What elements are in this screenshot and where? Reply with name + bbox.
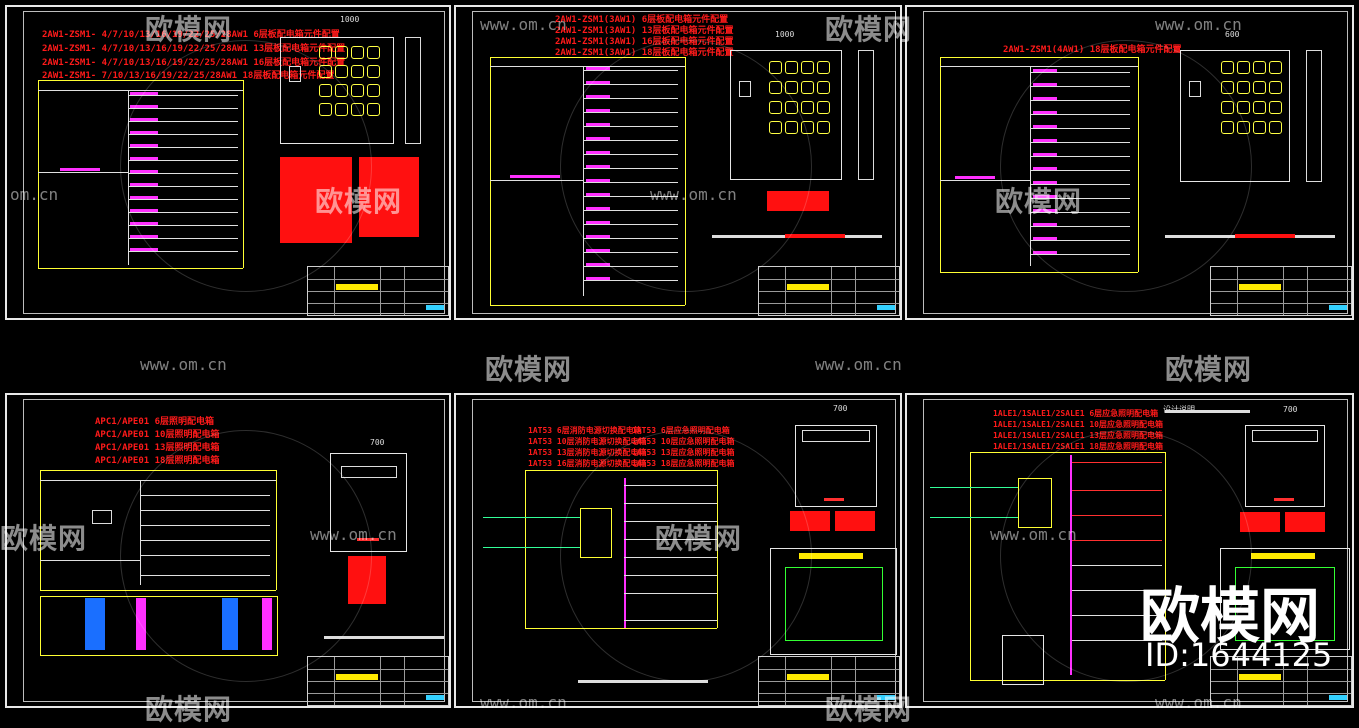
watermark-brand: 欧模网	[655, 522, 743, 555]
drawing-sheet-4[interactable]	[5, 393, 451, 708]
sheet-1-width-dim: 1000	[340, 15, 360, 24]
drawing-sheet-5[interactable]	[454, 393, 902, 708]
watermark-brand: 欧模网	[825, 13, 913, 46]
sheet-1-title-1: 2AW1-ZSM1- 4/7/10/13/16/19/22/25/28AW1 6…	[42, 30, 340, 40]
sheet-4-title-2: APC1/APE01 10层照明配电箱	[95, 430, 220, 440]
sheet-5-cabinet-elevation	[795, 425, 877, 507]
drawing-sheet-1[interactable]	[5, 5, 451, 320]
sheet-4-title-4: APC1/APE01 18层照明配电箱	[95, 456, 220, 466]
watermark-url: www.om.cn	[815, 355, 902, 374]
watermark-url: www.om.cn	[1155, 693, 1242, 712]
sheet-4-title-block	[307, 656, 449, 706]
watermark-ring	[1000, 430, 1252, 682]
watermark-asset-id: ID:1644125	[1145, 636, 1333, 674]
sheet-5-note-line	[578, 680, 708, 683]
watermark-ring	[1000, 40, 1252, 292]
sheet-5-width-dim: 700	[833, 404, 848, 413]
sheet-1-title-2: 2AW1-ZSM1- 4/7/10/13/16/19/22/25/28AW1 1…	[42, 44, 346, 54]
watermark-url: www.om.cn	[310, 525, 397, 544]
sheet-3-side-view	[1306, 50, 1322, 182]
watermark-brand: 欧模网	[315, 185, 403, 218]
sheet-2-title-2: 2AW1-ZSM1(3AW1) 13层板配电箱元件配置	[555, 26, 734, 36]
sheet-6-cabinet-elevation	[1245, 425, 1325, 507]
sheet-border	[923, 399, 1348, 702]
drawing-sheet-3[interactable]	[905, 5, 1354, 320]
watermark-url: www.om.cn	[1155, 15, 1242, 34]
watermark-brand: 欧模网	[825, 693, 913, 726]
sheet-border	[23, 399, 445, 702]
watermark-brand: 欧模网	[145, 693, 233, 726]
sheet-border	[472, 399, 896, 702]
sheet-6-width-dim: 700	[1283, 405, 1298, 414]
watermark-large-brand: 欧模网	[1140, 582, 1320, 652]
sheet-5-left-title-1: 1AT53 6层消防电源切换配电箱	[528, 426, 642, 435]
sheet-5-title-block	[758, 656, 900, 706]
watermark-url: om.cn	[10, 185, 59, 204]
sheet-border	[23, 11, 445, 314]
sheet-6-note-title: 设计说明	[1163, 404, 1195, 415]
sheet-6-title-2: 1ALE1/1SALE1/2SALE1 10层应急照明配电箱	[993, 420, 1163, 429]
sheet-5-left-title-4: 1AT53 16层消防电源切换配电箱	[528, 459, 647, 468]
watermark-url: www.om.cn	[990, 525, 1077, 544]
sheet-2-side-view	[858, 50, 874, 180]
watermark-url: www.om.cn	[140, 355, 227, 374]
watermark-url: www.om.cn	[650, 185, 737, 204]
watermark-url: www.om.cn	[480, 693, 567, 712]
sheet-6-title-block	[1210, 656, 1352, 706]
sheet-6-title-3: 1ALE1/1SALE1/2SALE1 13层应急照明配电箱	[993, 431, 1163, 440]
sheet-5-red-table-right	[835, 511, 875, 531]
drawing-sheet-6[interactable]	[905, 393, 1354, 708]
drawing-sheet-2[interactable]	[454, 5, 902, 320]
watermark-ring	[560, 40, 812, 292]
sheet-border	[923, 11, 1348, 314]
sheet-6-red-table-right	[1285, 512, 1325, 532]
sheet-4-width-dim: 700	[370, 438, 385, 447]
sheet-4-title-1: APC1/APE01 6层照明配电箱	[95, 417, 215, 427]
sheet-6-title-1: 1ALE1/1SALE1/2SALE1 6层应急照明配电箱	[993, 409, 1159, 418]
sheet-5-left-title-3: 1AT53 13层消防电源切换配电箱	[528, 448, 647, 457]
sheet-1-side-view	[405, 37, 421, 144]
watermark-brand: 欧模网	[0, 522, 88, 555]
sheet-2-title-1: 2AW1-ZSM1(3AW1) 6层板配电箱元件配置	[555, 15, 729, 25]
sheet-3-width-dim: 600	[1225, 30, 1240, 39]
sheet-6-note-line	[1165, 410, 1250, 413]
sheet-1-title-block	[307, 266, 449, 316]
sheet-6-red-table-left	[1240, 512, 1280, 532]
sheet-4-title-3: APC1/APE01 13层照明配电箱	[95, 443, 220, 453]
watermark-ring	[120, 430, 372, 682]
watermark-brand: 欧模网	[145, 13, 233, 46]
watermark-brand: 欧模网	[995, 185, 1083, 218]
watermark-ring	[560, 430, 812, 682]
sheet-2-title-block	[758, 266, 900, 316]
watermark-brand: 欧模网	[1165, 353, 1253, 386]
sheet-2-width-dim: 1000	[775, 30, 795, 39]
sheet-4-note-line	[324, 636, 444, 639]
sheet-3-title-block	[1210, 266, 1352, 316]
sheet-border	[472, 11, 896, 314]
sheet-5-left-title-2: 1AT53 10层消防电源切换配电箱	[528, 437, 647, 446]
sheet-2-title-3: 2AW1-ZSM1(3AW1) 16层板配电箱元件配置	[555, 37, 734, 47]
watermark-brand: 欧模网	[485, 353, 573, 386]
watermark-ring	[120, 40, 372, 292]
watermark-url: www.om.cn	[480, 15, 567, 34]
